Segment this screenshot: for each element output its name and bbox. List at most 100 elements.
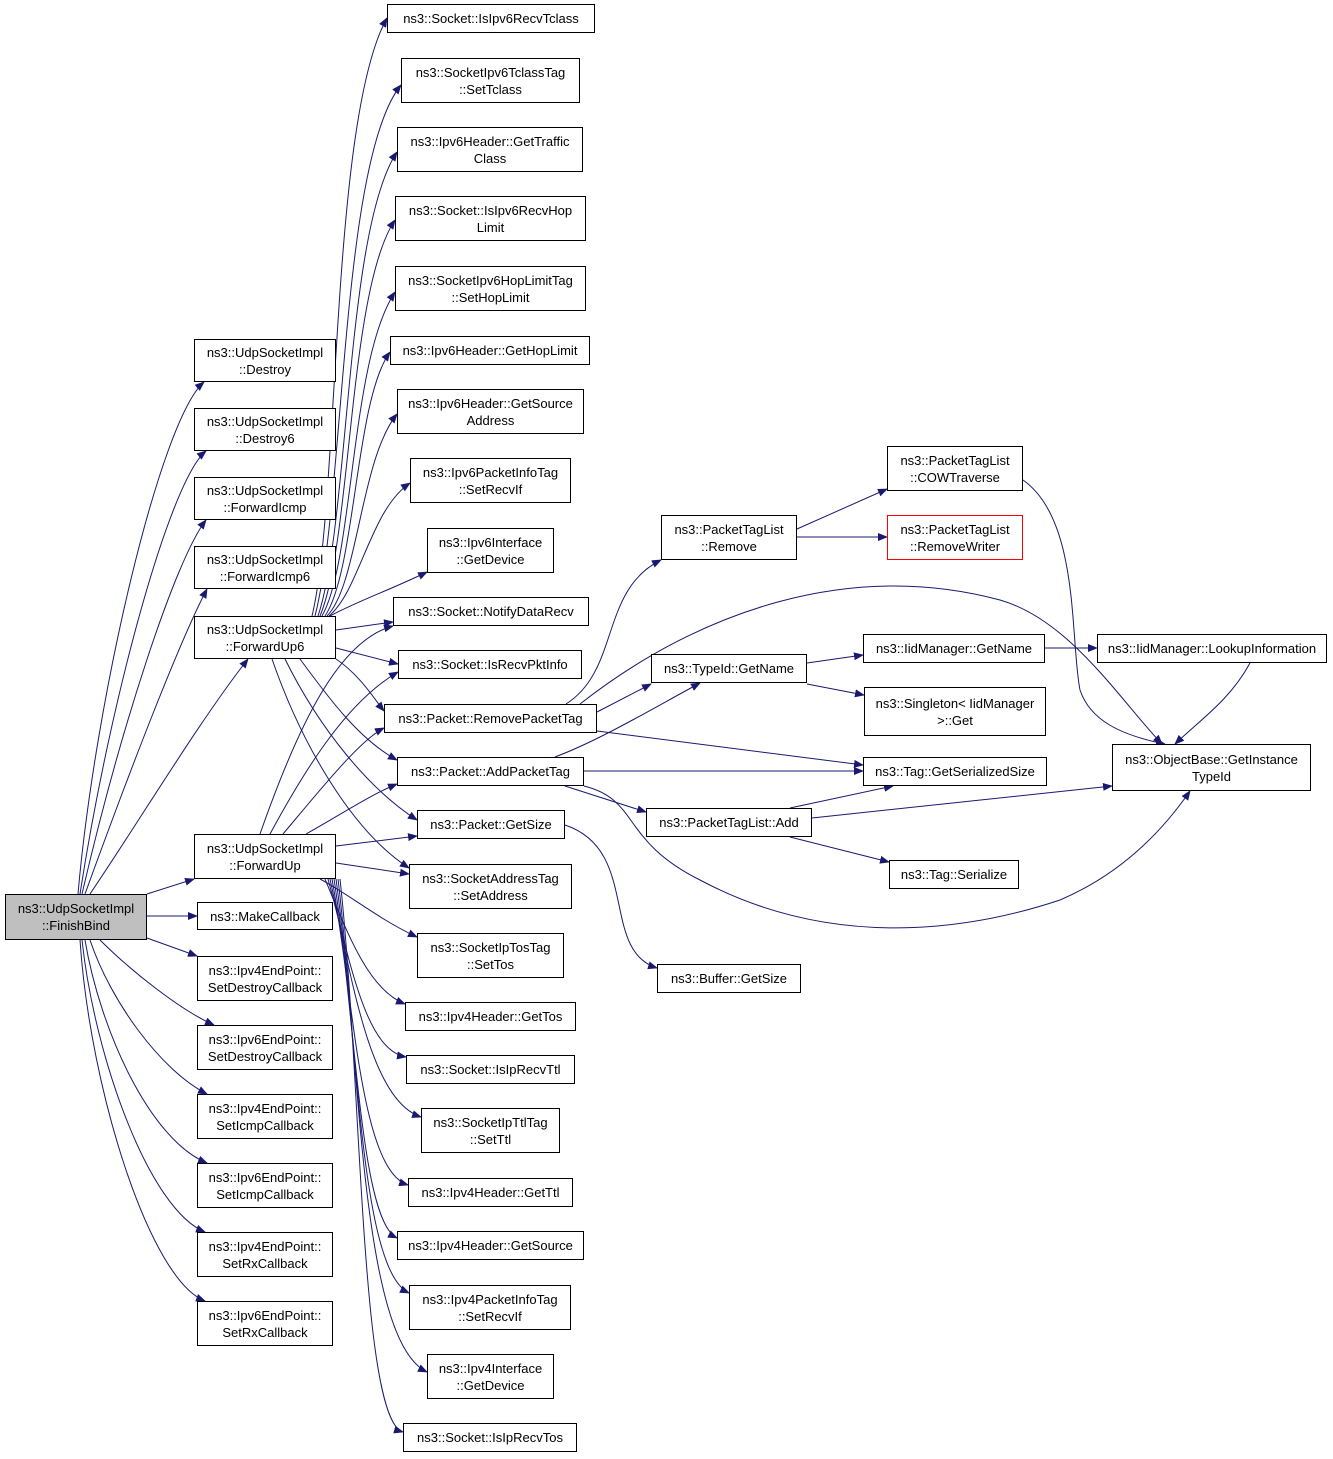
node-v6setrx[interactable]: ns3::Ipv6EndPoint::SetRxCallback — [197, 1301, 333, 1346]
node-v6setrecvif[interactable]: ns3::Ipv6PacketInfoTag::SetRecvIf — [410, 458, 571, 503]
node-label: ns3::Ipv4Header::GetTos — [418, 1009, 563, 1024]
node-label: ::SetTclass — [459, 81, 522, 97]
node-label: ns3::Ipv4EndPoint:: — [208, 1100, 322, 1116]
node-label: ns3::SocketAddressTag — [422, 870, 559, 886]
node-v4gettos[interactable]: ns3::Ipv4Header::GetTos — [405, 1002, 576, 1031]
node-notifydatarecv[interactable]: ns3::Socket::NotifyDataRecv — [393, 597, 589, 626]
node-label: >::Get — [937, 712, 973, 728]
node-label: ns3::Socket::IsIpv6RecvTclass — [403, 11, 579, 26]
node-destroy[interactable]: ns3::UdpSocketImpl::Destroy — [194, 339, 336, 382]
node-typeidgetname[interactable]: ns3::TypeId::GetName — [651, 654, 807, 683]
call-edge — [284, 658, 418, 821]
node-isrecvpktinfo[interactable]: ns3::Socket::IsRecvPktInfo — [398, 650, 582, 679]
node-label: ns3::IidManager::LookupInformation — [1107, 641, 1317, 656]
node-label: SetRxCallback — [222, 1324, 308, 1340]
node-isipv6recvtclass[interactable]: ns3::Socket::IsIpv6RecvTclass — [387, 4, 595, 33]
node-label: Limit — [476, 219, 505, 235]
node-v4getttl[interactable]: ns3::Ipv4Header::GetTtl — [408, 1178, 573, 1207]
node-destroy6[interactable]: ns3::UdpSocketImpl::Destroy6 — [194, 408, 336, 451]
node-setttl[interactable]: ns3::SocketIpTtlTag::SetTtl — [421, 1108, 560, 1153]
node-isiprecvttl[interactable]: ns3::Socket::IsIpRecvTtl — [406, 1055, 575, 1084]
node-v6setdestroy[interactable]: ns3::Ipv6EndPoint::SetDestroyCallback — [197, 1025, 333, 1070]
node-iidgetname[interactable]: ns3::IidManager::GetName — [863, 634, 1045, 663]
node-label: ::COWTraverse — [910, 469, 1000, 485]
node-finishbind[interactable]: ns3::UdpSocketImpl::FinishBind — [5, 894, 147, 940]
call-edge — [319, 878, 418, 938]
call-edge — [335, 862, 410, 877]
call-edge — [305, 783, 398, 835]
node-label: ns3::Ipv4Interface — [438, 1360, 543, 1376]
node-tagserialize[interactable]: ns3::Tag::Serialize — [889, 860, 1019, 889]
node-buffergetsize[interactable]: ns3::Buffer::GetSize — [657, 964, 801, 993]
node-label: ns3::Socket::NotifyDataRecv — [408, 604, 574, 619]
node-v6getdevice[interactable]: ns3::Ipv6Interface::GetDevice — [427, 528, 554, 573]
node-setaddress[interactable]: ns3::SocketAddressTag::SetAddress — [409, 864, 572, 909]
node-label: ns3::UdpSocketImpl — [206, 551, 324, 567]
node-label: SetIcmpCallback — [216, 1186, 314, 1202]
node-addpackettag[interactable]: ns3::Packet::AddPacketTag — [397, 757, 584, 786]
node-forwardup6[interactable]: ns3::UdpSocketImpl::ForwardUp6 — [194, 616, 336, 659]
call-edge — [84, 588, 208, 895]
node-label: ns3::Ipv6Header::GetSource — [408, 395, 573, 411]
node-forwardup[interactable]: ns3::UdpSocketImpl::ForwardUp — [194, 834, 336, 879]
node-v4setrecvif[interactable]: ns3::Ipv4PacketInfoTag::SetRecvIf — [409, 1285, 571, 1330]
node-removepackettag[interactable]: ns3::Packet::RemovePacketTag — [384, 704, 597, 733]
node-label: Address — [466, 412, 515, 428]
node-label: ns3::PacketTagList — [674, 521, 784, 537]
node-label: ::GetDevice — [456, 551, 525, 567]
node-label: ns3::UdpSocketImpl — [17, 901, 135, 916]
node-v4getsource[interactable]: ns3::Ipv4Header::GetSource — [397, 1231, 584, 1260]
node-label: ::GetDevice — [456, 1377, 525, 1393]
node-removewriter[interactable]: ns3::PacketTagList::RemoveWriter — [887, 515, 1023, 560]
node-makecallback[interactable]: ns3::MakeCallback — [197, 902, 333, 930]
call-edge — [596, 730, 864, 768]
node-label: ns3::SocketIpTosTag — [430, 939, 551, 955]
call-edge — [79, 939, 206, 1302]
node-settclass[interactable]: ns3::SocketIpv6TclassTag::SetTclass — [401, 58, 580, 103]
node-v6seticmp[interactable]: ns3::Ipv6EndPoint::SetIcmpCallback — [197, 1163, 333, 1208]
node-label: Class — [473, 150, 507, 166]
node-v4seticmp[interactable]: ns3::Ipv4EndPoint::SetIcmpCallback — [197, 1094, 333, 1139]
node-forwardicmp[interactable]: ns3::UdpSocketImpl::ForwardIcmp — [194, 477, 336, 520]
node-ptlremove[interactable]: ns3::PacketTagList::Remove — [661, 515, 797, 560]
node-singletonget[interactable]: ns3::Singleton< IidManager>::Get — [864, 687, 1046, 736]
node-ptladd[interactable]: ns3::PacketTagList::Add — [646, 808, 812, 837]
node-packetgetsize[interactable]: ns3::Packet::GetSize — [417, 810, 565, 839]
node-label: ns3::Buffer::GetSize — [670, 971, 788, 986]
node-v4setrx[interactable]: ns3::Ipv4EndPoint::SetRxCallback — [197, 1232, 333, 1277]
call-edge — [335, 658, 385, 712]
node-label: ns3::SocketIpv6TclassTag — [415, 64, 566, 80]
node-lookupinfo[interactable]: ns3::IidManager::LookupInformation — [1097, 634, 1327, 663]
call-edge — [335, 647, 399, 666]
node-label: ns3::Tag::Serialize — [900, 867, 1008, 882]
node-label: ::Destroy6 — [235, 430, 295, 446]
node-label: ns3::SocketIpv6HopLimitTag — [408, 272, 573, 288]
node-isiprecvtos[interactable]: ns3::Socket::IsIpRecvTos — [403, 1423, 577, 1452]
call-edge — [333, 878, 398, 1239]
node-v4getdevice[interactable]: ns3::Ipv4Interface::GetDevice — [427, 1354, 554, 1399]
node-label: ns3::Packet::GetSize — [430, 817, 552, 832]
node-v6gethoplimit[interactable]: ns3::Ipv6Header::GetHopLimit — [390, 336, 590, 365]
node-label: ns3::Ipv6EndPoint:: — [208, 1169, 322, 1185]
node-tagserialsize[interactable]: ns3::Tag::GetSerializedSize — [863, 757, 1047, 786]
node-forwardicmp6[interactable]: ns3::UdpSocketImpl::ForwardIcmp6 — [194, 546, 336, 589]
node-settos[interactable]: ns3::SocketIpTosTag::SetTos — [417, 933, 564, 978]
node-sethoplimit[interactable]: ns3::SocketIpv6HopLimitTag::SetHopLimit — [395, 266, 586, 311]
call-edge — [806, 652, 864, 664]
node-label: SetDestroyCallback — [207, 979, 323, 995]
call-edge — [339, 878, 404, 1434]
node-label: ns3::MakeCallback — [210, 908, 320, 924]
node-cowtraverse[interactable]: ns3::PacketTagList::COWTraverse — [887, 446, 1023, 491]
call-edge — [579, 585, 1163, 745]
call-edge — [326, 413, 398, 617]
node-v4setdestroy[interactable]: ns3::Ipv4EndPoint::SetDestroyCallback — [197, 956, 333, 1001]
node-label: ::ForwardIcmp — [223, 499, 307, 515]
node-label: ns3::PacketTagList::Add — [659, 815, 799, 830]
call-edge — [146, 937, 198, 957]
node-label: ::SetRecvIf — [458, 1308, 522, 1324]
